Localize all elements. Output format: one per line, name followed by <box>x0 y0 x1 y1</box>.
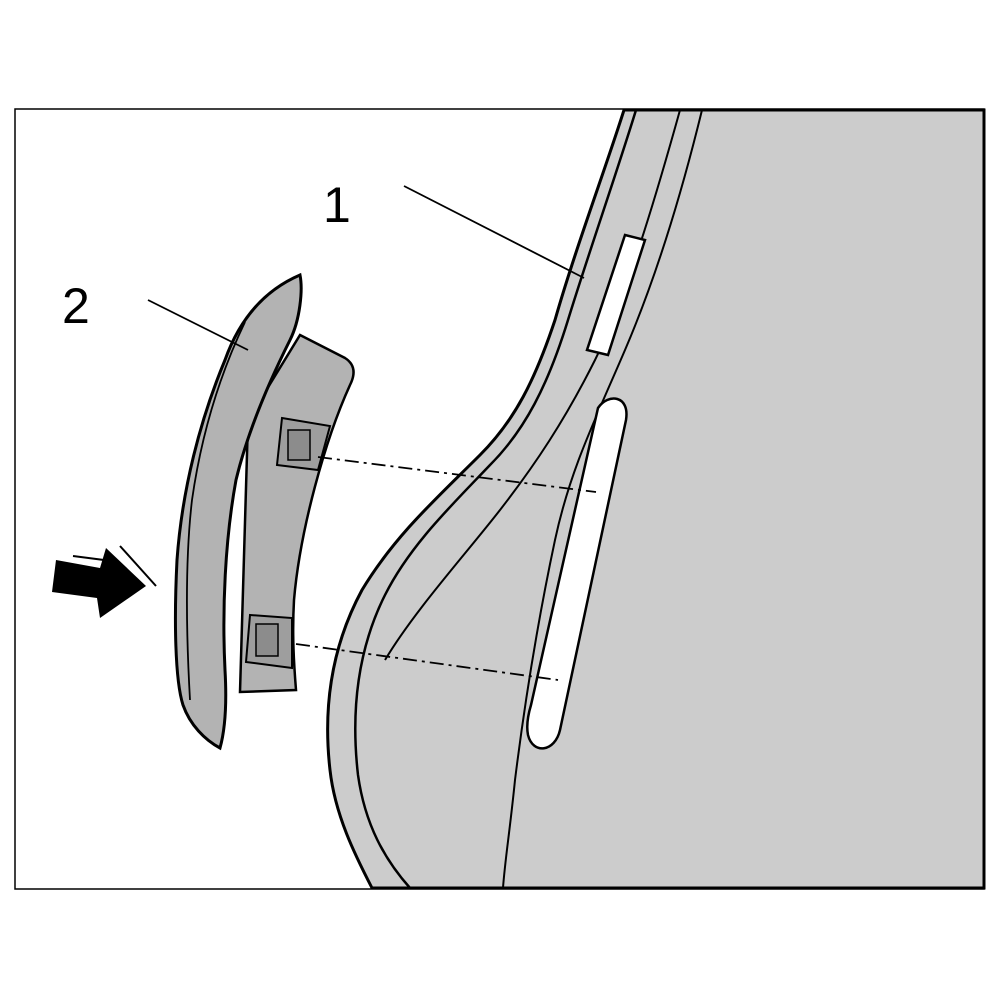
callout-2-leader <box>147 299 249 351</box>
mounting-opening <box>525 397 628 750</box>
trim-panel <box>326 108 986 890</box>
callout-1-leader <box>403 185 585 279</box>
callout-2-label: 2 <box>62 278 90 334</box>
clip-cover <box>173 272 355 751</box>
alignment-lines <box>295 456 597 681</box>
callout-1-label: 1 <box>323 177 351 233</box>
push-arrow-icon <box>52 545 157 618</box>
slot-on-panel <box>585 233 647 357</box>
